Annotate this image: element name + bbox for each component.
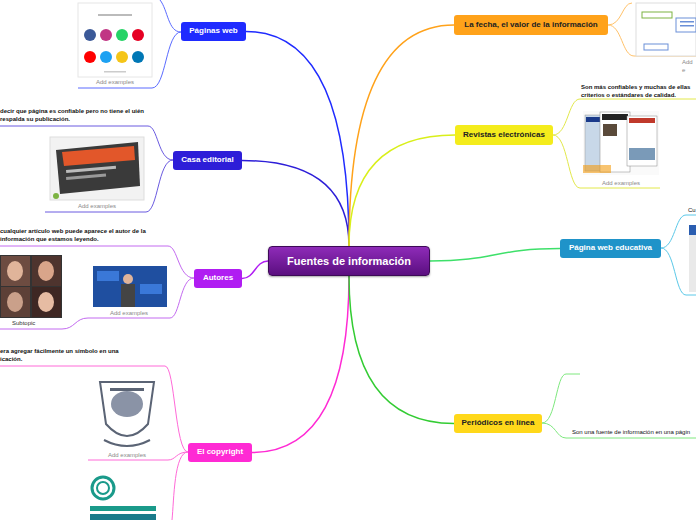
main-topic: Página web educativa	[560, 239, 661, 258]
topic-text: Casa editorial	[181, 156, 233, 165]
placeholder-caption: Add examples	[108, 452, 168, 460]
seal-image	[94, 375, 160, 450]
social-icons-image	[78, 3, 152, 77]
topic-text: Fuentes de información	[287, 255, 411, 267]
table-image	[636, 3, 696, 56]
branch-line	[242, 261, 268, 279]
topic-text: Revistas electrónicas	[463, 131, 545, 140]
topic-text: Páginas web	[189, 27, 237, 36]
main-topic: Autores	[194, 269, 242, 288]
branch-connector	[242, 261, 268, 279]
branch-line	[242, 161, 349, 247]
portraits-image	[0, 255, 62, 318]
placeholder-caption: Add examples	[78, 203, 138, 211]
main-topic: Revistas electrónicas	[455, 125, 553, 145]
topic-text: El copyright	[197, 448, 243, 457]
placeholder-caption: Add examples	[96, 79, 156, 87]
branch-line	[349, 135, 455, 246]
branch-connector	[349, 25, 454, 246]
subtopic-text: decir que página es confiable pero no ti…	[0, 108, 148, 123]
topic-text: La fecha, el valor de la información	[464, 21, 597, 30]
main-topic: El copyright	[188, 443, 252, 462]
topic-text: Página web educativa	[569, 244, 652, 253]
branch-line	[349, 25, 454, 246]
topic-text: Periódicos en línea	[462, 419, 535, 428]
main-topic: Casa editorial	[173, 151, 242, 170]
placeholder-caption: Add e	[682, 59, 696, 74]
main-topic: Páginas web	[181, 22, 246, 41]
subtopic-text: Son una fuente de información en una pág…	[572, 429, 696, 437]
website-image	[50, 137, 144, 200]
topic-text: Autores	[203, 274, 233, 283]
branch-connector	[252, 276, 349, 453]
branch-connector	[246, 32, 349, 247]
speaker-image	[93, 266, 167, 307]
subtopic-text: cualquier artículo web puede aparece el …	[0, 228, 166, 243]
branch-connector	[349, 276, 454, 424]
branch-connector	[349, 135, 455, 246]
placeholder-caption: Add examples	[110, 310, 170, 318]
logo-image	[88, 472, 160, 520]
placeholder-caption: Add examples	[602, 180, 662, 188]
educational-site-image	[689, 225, 696, 292]
main-topic: La fecha, el valor de la información	[454, 15, 608, 35]
magazines-image	[583, 111, 659, 175]
branch-line	[252, 276, 349, 453]
branch-line	[430, 249, 560, 262]
branch-connector	[242, 161, 349, 247]
subtopic-text: Cu	[688, 207, 696, 215]
main-topic: Periódicos en línea	[454, 414, 542, 433]
central-topic: Fuentes de información	[268, 246, 430, 276]
branch-connector	[430, 249, 560, 262]
subtopic-text: Son más confiables y muchas de ellas cri…	[581, 84, 696, 99]
branch-line	[349, 276, 454, 424]
subtopic-text: era agregar fácilmente un símbolo en una…	[0, 348, 134, 363]
subtopic-caption: Subtopic	[12, 320, 52, 328]
branch-line	[246, 32, 349, 247]
